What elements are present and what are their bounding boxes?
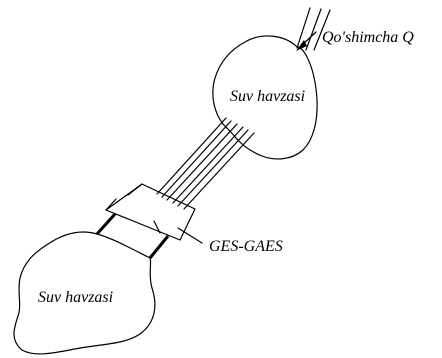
upper-reservoir-label: Suv havzasi [230, 88, 305, 105]
inflow-channel [296, 7, 331, 51]
upper-reservoir-shape [212, 35, 318, 160]
powerhouse-block [105, 183, 196, 241]
lower-reservoir-label: Suv havzasi [38, 289, 113, 306]
penstock-pipes [156, 117, 255, 210]
station-label: GES-GAES [209, 238, 283, 255]
inflow-arrow-icon [296, 31, 317, 51]
inflow-label: Qo'shimcha Q [322, 29, 414, 46]
lower-reservoir-shape [13, 231, 156, 355]
tailrace-pipes [95, 212, 170, 259]
station-leader-line [177, 227, 203, 244]
